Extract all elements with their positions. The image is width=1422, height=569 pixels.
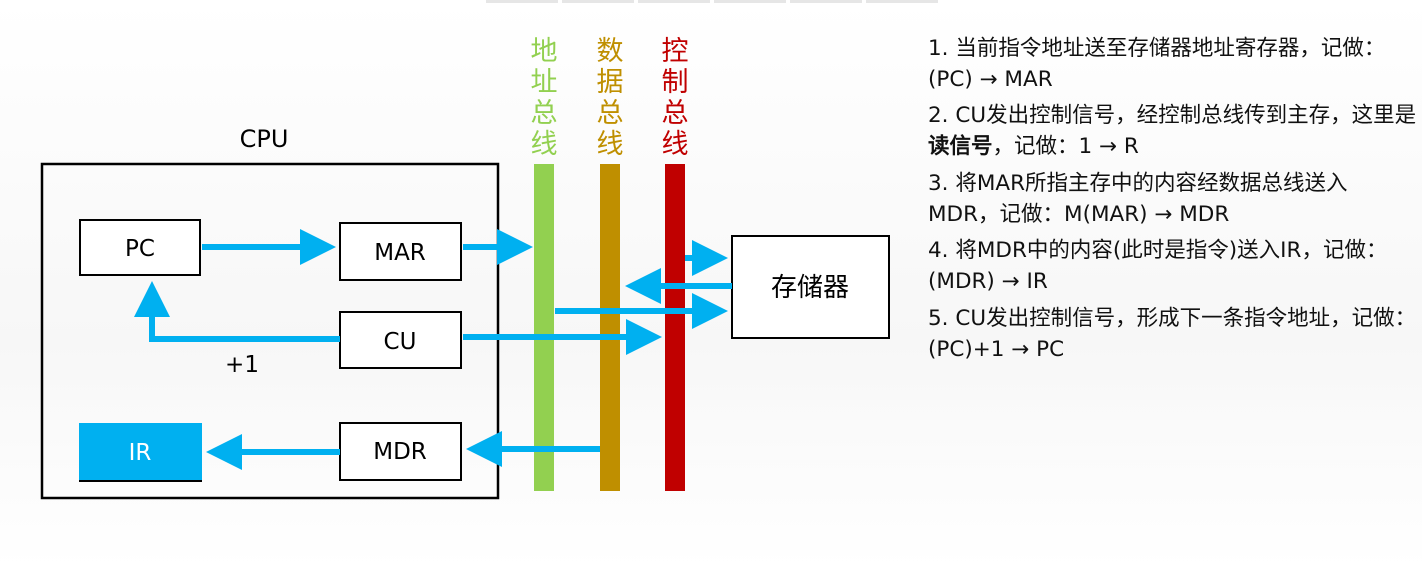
data-bus-label-char: 总: [597, 98, 624, 129]
memory-label: 存储器: [771, 273, 849, 303]
step-text: ，记做：1 → R: [992, 134, 1139, 160]
cpu-title: CPU: [240, 125, 289, 153]
ir-register: [79, 423, 202, 480]
mar-register: [339, 222, 462, 281]
data-bus: [600, 164, 620, 491]
cpu-box: [40, 162, 500, 500]
tab-placeholder: [562, 0, 634, 3]
tab-placeholder: [790, 0, 862, 3]
mar-label: MAR: [374, 240, 426, 266]
cu-unit: [339, 311, 462, 369]
address-bus-label-char: 线: [531, 129, 558, 160]
mdr-label: MDR: [373, 439, 427, 465]
data-bus-label-char: 数: [597, 36, 624, 67]
step-text: 2. CU发出控制信号，经控制总线传到主存，这里是: [928, 103, 1417, 129]
increment-label: +1: [225, 352, 259, 378]
arrow-cu-to-pc: [134, 281, 340, 342]
data-bus-label-char: 据: [597, 67, 624, 98]
step-text: 5. CU发出控制信号，形成下一条指令地址，记做：(PC)+1 → PC: [928, 305, 1417, 362]
pc-register: [79, 219, 201, 276]
tab-placeholder: [714, 0, 786, 3]
pc-label: PC: [125, 236, 155, 262]
address-bus: [534, 164, 554, 491]
memory-box: [731, 235, 890, 339]
step-emphasis: 读信号: [928, 134, 993, 160]
tab-placeholder: [638, 0, 710, 3]
step-text: 4. 将MDR中的内容(此时是指令)送入IR，记做：(MDR) → IR: [928, 238, 1388, 295]
step-text: 1. 当前指令地址送至存储器地址寄存器，记做：(PC) → MAR: [928, 36, 1386, 92]
control-bus: [665, 164, 685, 491]
step-item-4: 4. 将MDR中的内容(此时是指令)送入IR，记做：(MDR) → IR: [928, 236, 1418, 297]
step-item-1: 1. 当前指令地址送至存储器地址寄存器，记做：(PC) → MAR: [928, 34, 1418, 95]
ir-label: IR: [129, 440, 152, 466]
control-bus-label-char: 控: [662, 36, 689, 67]
step-item-2: 2. CU发出控制信号，经控制总线传到主存，这里是读信号，记做：1 → R: [928, 101, 1418, 162]
address-bus-label-char: 址: [531, 67, 558, 98]
address-bus-label-char: 总: [531, 98, 558, 129]
top-tab-strip: [486, 0, 938, 3]
step-item-5: 5. CU发出控制信号，形成下一条指令地址，记做：(PC)+1 → PC: [928, 304, 1418, 365]
control-bus-label-char: 线: [662, 129, 689, 160]
tab-placeholder: [486, 0, 558, 3]
step-text: 3. 将MAR所指主存中的内容经数据总线送入MDR，记做：M(MAR) → MD…: [928, 170, 1348, 227]
address-bus-label-char: 地: [531, 36, 558, 67]
cu-label: CU: [384, 329, 417, 355]
control-bus-label-char: 制: [662, 67, 689, 98]
step-item-3: 3. 将MAR所指主存中的内容经数据总线送入MDR，记做：M(MAR) → MD…: [928, 169, 1418, 230]
step-list: 1. 当前指令地址送至存储器地址寄存器，记做：(PC) → MAR 2. CU发出…: [928, 34, 1418, 371]
control-bus-label-char: 总: [662, 98, 689, 129]
data-bus-label-char: 线: [597, 129, 624, 160]
tab-placeholder: [866, 0, 938, 3]
mdr-register: [339, 422, 462, 481]
